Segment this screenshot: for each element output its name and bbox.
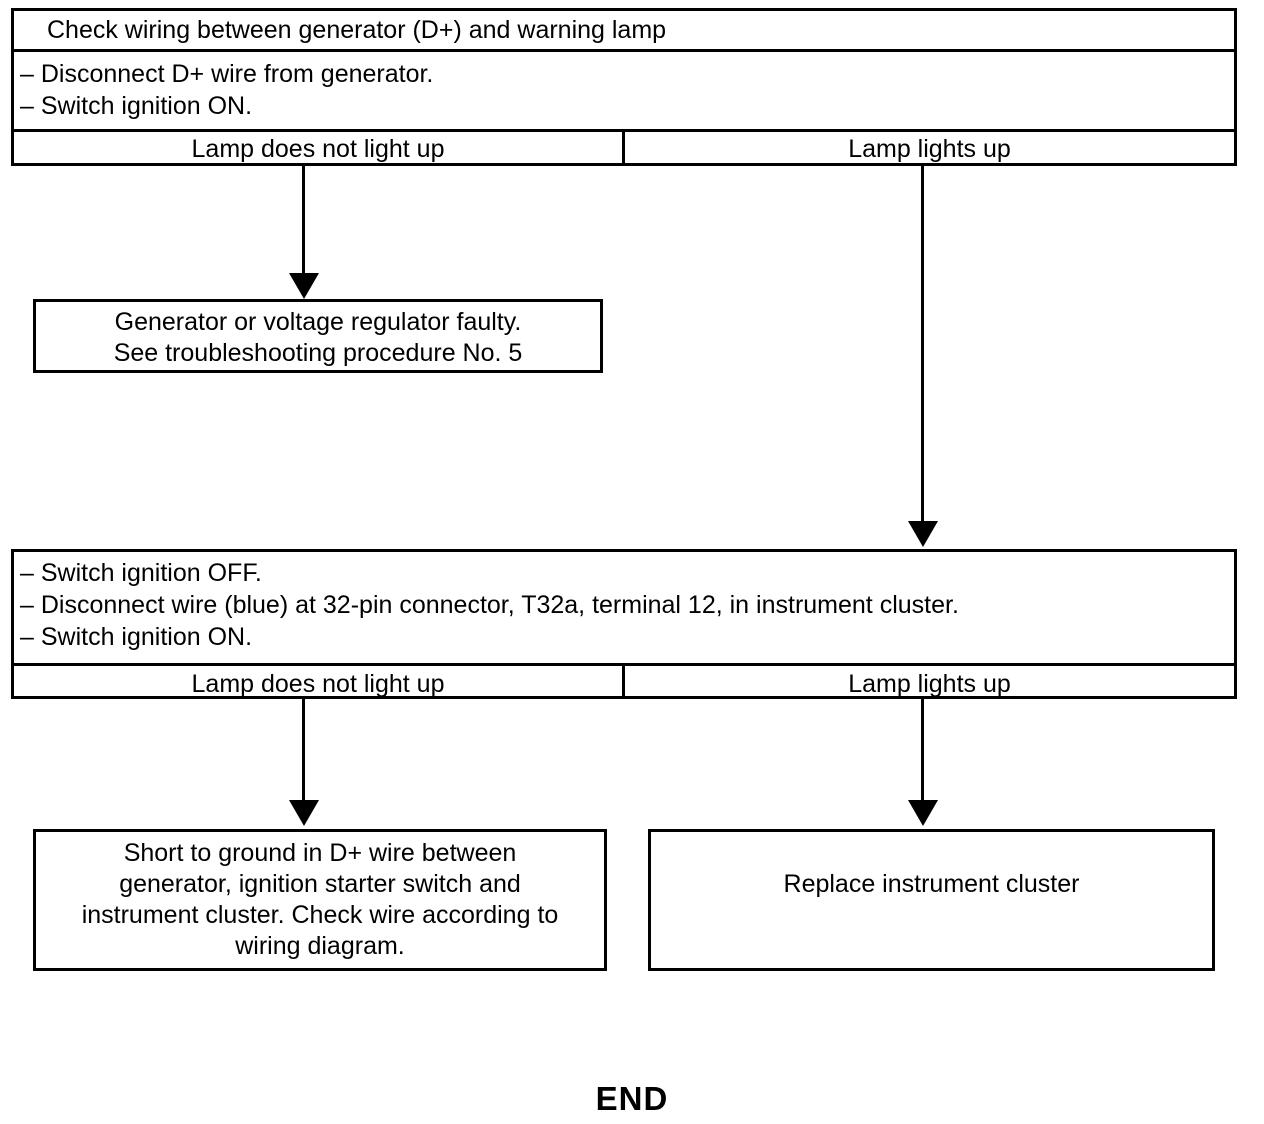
result2-left-box xyxy=(33,829,607,971)
arrow-step2-left-head xyxy=(289,800,319,826)
end-label: END xyxy=(595,1080,669,1117)
step2-action-3: – Switch ignition ON. xyxy=(20,623,253,651)
arrow-step1-right-line xyxy=(921,166,924,524)
arrow-step1-right-head xyxy=(908,521,938,547)
result1-line-2: See troubleshooting procedure No. 5 xyxy=(113,339,523,367)
step1-outcome-left-label: Lamp does not light up xyxy=(191,135,445,163)
result2-left-line-2: generator, ignition starter switch and xyxy=(119,870,521,898)
result2-left-line-4: wiring diagram. xyxy=(235,932,405,960)
step1-header-text: Check wiring between generator (D+) and … xyxy=(47,16,667,44)
result2-left-line-3: instrument cluster. Check wire according… xyxy=(81,901,559,929)
arrow-step2-right-line xyxy=(921,699,924,804)
result2-right-line-1: Replace instrument cluster xyxy=(783,870,1080,898)
arrow-step1-left-line xyxy=(302,166,305,277)
step2-outcome-right-label: Lamp lights up xyxy=(848,670,1011,698)
result1-line-1: Generator or voltage regulator faulty. xyxy=(114,308,522,336)
step1-action-1: – Disconnect D+ wire from generator. xyxy=(20,60,434,88)
step2-outcome-left-label: Lamp does not light up xyxy=(191,670,445,698)
arrow-step1-left-head xyxy=(289,273,319,299)
arrow-step2-left-line xyxy=(302,699,305,804)
result2-left-line-1: Short to ground in D+ wire between xyxy=(123,839,517,867)
step1-outcome-right-label: Lamp lights up xyxy=(848,135,1011,163)
result2-right-box xyxy=(648,829,1215,971)
step2-action-1: – Switch ignition OFF. xyxy=(20,559,262,587)
result1-box xyxy=(33,299,603,373)
step2-outcome-vdivider xyxy=(622,663,625,699)
step1-outcome-vdivider xyxy=(622,129,625,166)
step2-action-2: – Disconnect wire (blue) at 32-pin conne… xyxy=(20,591,959,619)
step1-header-divider xyxy=(11,49,1237,52)
step1-action-2: – Switch ignition ON. xyxy=(20,92,253,120)
arrow-step2-right-head xyxy=(908,800,938,826)
